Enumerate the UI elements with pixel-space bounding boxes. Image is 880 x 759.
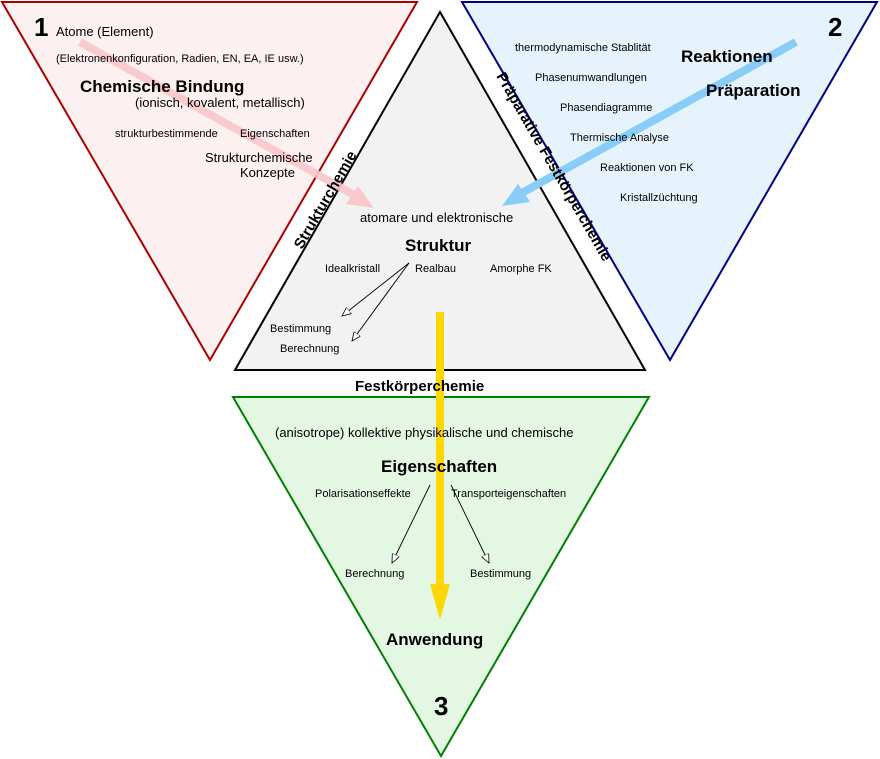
yellow-flow-arrow: [430, 312, 450, 620]
triangle-1-line1a: strukturbestimmende: [115, 128, 218, 140]
triangle-2-heading1: Reaktionen: [681, 47, 773, 66]
triangle-1-number: 1: [34, 12, 48, 42]
triangle-1-concept-line2: Konzepte: [240, 165, 295, 180]
center-heading: Struktur: [405, 236, 472, 255]
triangle-2-number: 2: [828, 12, 842, 42]
triangle-2-heading2: Präparation: [706, 81, 800, 100]
triangle-2-preparation: [460, 1, 879, 362]
triangle-2-item: Phasendiagramme: [560, 102, 652, 114]
triangle-2-item: Thermische Analyse: [570, 132, 669, 144]
blue-flow-arrow: [502, 38, 798, 206]
triangle-1-structure: [0, 1, 419, 362]
triangle-3-number: 3: [434, 691, 448, 721]
triangle-2-item: Kristallzüchtung: [620, 192, 698, 204]
bottom-label-festkoerperchemie: Festkörperchemie: [355, 378, 484, 395]
center-item: Amorphe FK: [490, 263, 552, 275]
triangle-2-item: Phasenumwandlungen: [535, 72, 647, 84]
triangle-3-left-sub: Berechnung: [345, 568, 404, 580]
center-sub-berechnung: Berechnung: [280, 343, 339, 355]
triangle-1-title: Atome (Element): [56, 24, 154, 39]
triangle-1-line1b: Eigenschaften: [240, 128, 310, 140]
triangle-1-heading-sub: (ionisch, kovalent, metallisch): [135, 95, 305, 110]
center-item: Realbau: [415, 263, 456, 275]
triangle-1-subtitle: (Elektronenkonfiguration, Radien, EN, EA…: [56, 53, 304, 65]
triangle-3-intro: (anisotrope) kollektive physikalische un…: [275, 425, 573, 440]
center-sub-bestimmung: Bestimmung: [270, 323, 331, 335]
triangle-3-right-sub: Bestimmung: [470, 568, 531, 580]
properties-branch-arrows: [392, 484, 489, 563]
center-branch-arrows: [342, 262, 410, 341]
triangle-3-right-item: Transporteigenschaften: [451, 488, 566, 500]
red-flow-arrow: [78, 38, 374, 208]
triangle-2-item: thermodynamische Stablität: [515, 42, 651, 54]
triangle-2-item: Reaktionen von FK: [600, 162, 694, 174]
center-intro: atomare und elektronische: [360, 210, 513, 225]
triangle-1-heading: Chemische Bindung: [80, 77, 244, 96]
triangle-1-concept-line1: Strukturchemische: [205, 150, 313, 165]
triangle-3-result: Anwendung: [386, 630, 483, 649]
triangle-3-heading: Eigenschaften: [381, 457, 497, 476]
center-item: Idealkristall: [325, 263, 380, 275]
triangle-3-left-item: Polarisationseffekte: [315, 488, 411, 500]
